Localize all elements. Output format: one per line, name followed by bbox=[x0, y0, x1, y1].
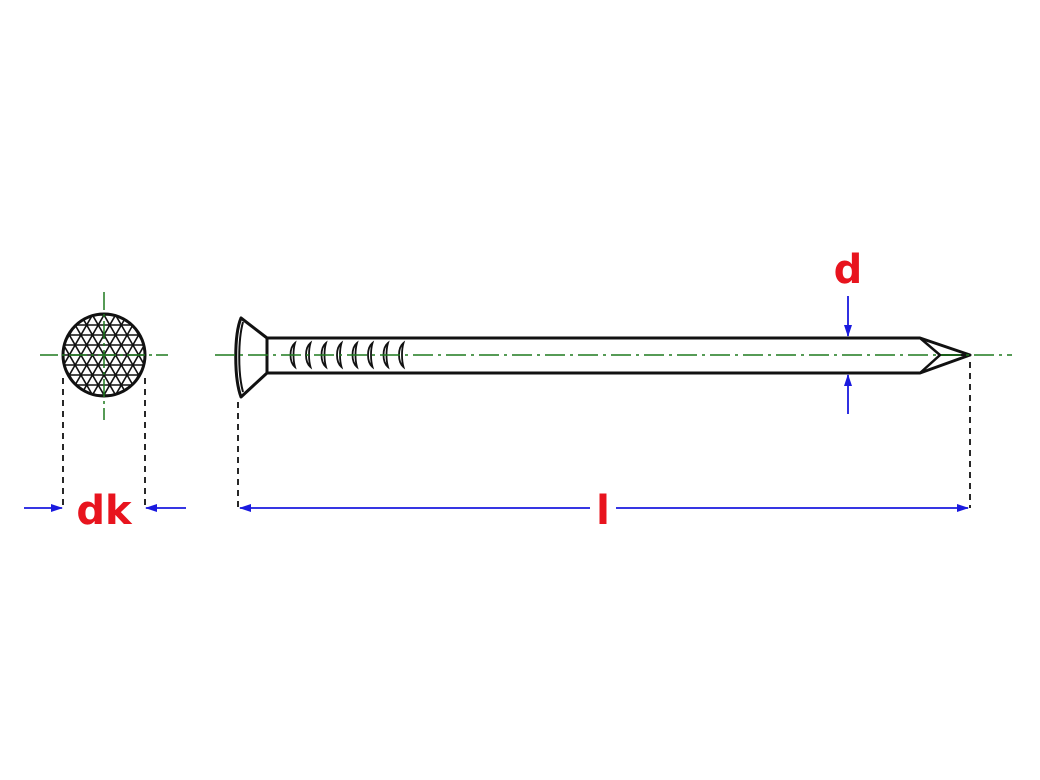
knurl-line bbox=[99, 317, 145, 396]
knurl-line bbox=[142, 314, 145, 368]
nail-head bbox=[234, 316, 269, 399]
knurl-line bbox=[63, 314, 66, 368]
knurl-line bbox=[63, 314, 109, 393]
d-label: d bbox=[834, 247, 863, 293]
knurl-line bbox=[63, 342, 66, 396]
nail-side-view bbox=[234, 316, 972, 399]
ring-groove bbox=[398, 340, 406, 370]
head-end-view bbox=[40, 292, 168, 420]
ring-grooves bbox=[289, 340, 406, 370]
nail-head-inner-curve bbox=[238, 321, 244, 393]
knurl-line bbox=[142, 342, 145, 396]
ring-groove bbox=[367, 340, 375, 370]
knurl-line bbox=[99, 314, 145, 393]
l-label: l bbox=[596, 488, 610, 534]
dk-label: dk bbox=[76, 488, 133, 534]
knurl-line bbox=[63, 317, 109, 396]
